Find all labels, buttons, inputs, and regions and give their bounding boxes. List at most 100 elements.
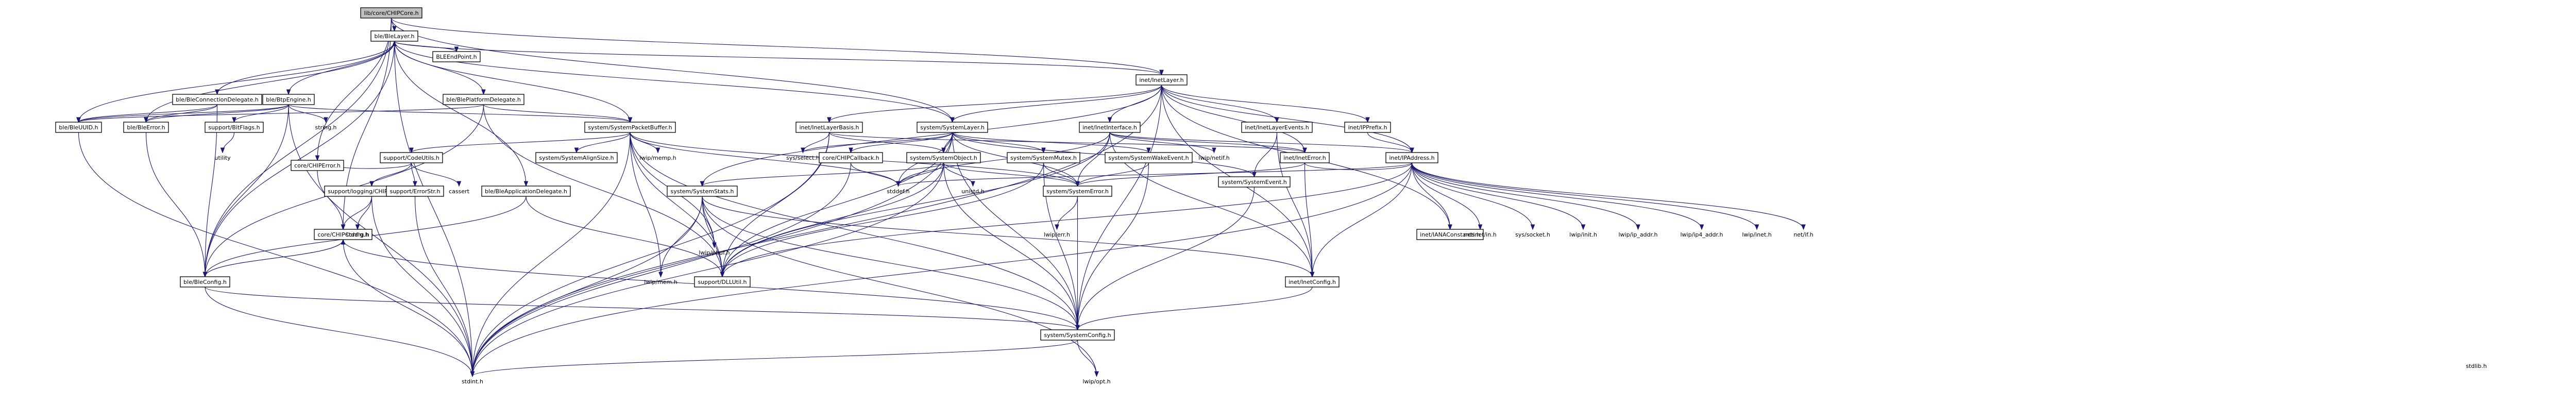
node-label: system/SystemObject.h <box>910 155 977 161</box>
node-ipprefix[interactable]: inet/IPPrefix.h <box>1344 122 1391 133</box>
edge-line <box>722 132 1110 277</box>
node-errorstr[interactable]: support/ErrorStr.h <box>386 186 444 197</box>
node-chipconfig[interactable]: core/CHIPConfig.h <box>314 229 372 240</box>
edge-arrowhead <box>1478 224 1483 230</box>
edge-inetlayerbasis-to-stdint <box>470 132 830 377</box>
edge-line <box>222 132 235 153</box>
edge-line <box>952 132 1149 153</box>
node-bleconndel[interactable]: ble/BleConnectionDelegate.h <box>172 94 262 105</box>
node-bleappdel[interactable]: ble/BleApplicationDelegate.h <box>481 186 571 197</box>
edge-arrowhead <box>700 181 705 187</box>
node-box <box>906 152 981 163</box>
node-sysalignsize[interactable]: system/SystemAlignSize.h <box>535 152 618 163</box>
node-stddef: stddef.h <box>887 188 909 195</box>
edge-line <box>288 104 473 377</box>
node-box <box>55 122 102 133</box>
node-sysstats[interactable]: system/SystemStats.h <box>667 186 738 197</box>
edge-arrowhead <box>1754 224 1759 230</box>
node-label: ble/BleConfig.h <box>183 279 227 285</box>
edge-arrowhead <box>1310 272 1315 278</box>
node-box <box>1136 74 1188 86</box>
edge-line <box>1161 85 1368 123</box>
node-sysobject[interactable]: system/SystemObject.h <box>906 152 981 163</box>
node-label: system/SystemEvent.h <box>1222 179 1287 186</box>
edge-line <box>1077 340 1097 377</box>
node-bitflags[interactable]: support/BitFlags.h <box>205 122 264 133</box>
edge-line <box>78 104 484 123</box>
node-box <box>380 152 443 163</box>
node-bleconfig[interactable]: ble/BleConfig.h <box>180 276 230 288</box>
node-bleendpoint[interactable]: BLEEndPoint.h <box>432 51 481 62</box>
node-sysevent[interactable]: system/SystemEvent.h <box>1218 176 1291 188</box>
edge-arrowhead <box>1365 117 1370 123</box>
node-label: lwip/init.h <box>1569 231 1597 238</box>
node-stdarg: stdarg.h <box>346 231 369 238</box>
edge-line <box>78 104 218 123</box>
edge-line <box>630 132 658 153</box>
node-chiperror[interactable]: core/CHIPError.h <box>291 160 344 171</box>
node-chipcallback[interactable]: core/CHIPCallback.h <box>819 152 883 163</box>
node-sysmutex[interactable]: system/SystemMutex.h <box>1007 152 1080 163</box>
node-syswakeevent[interactable]: system/SystemWakeEvent.h <box>1105 152 1193 163</box>
node-box <box>1043 186 1112 197</box>
node-ipaddress[interactable]: inet/IPAddress.h <box>1385 152 1438 163</box>
node-label: utility <box>214 155 231 161</box>
node-inetlayer[interactable]: inet/InetLayer.h <box>1136 74 1188 86</box>
edge-arrowhead <box>720 272 725 278</box>
node-syslayer[interactable]: system/SystemLayer.h <box>917 122 988 133</box>
node-chipcore[interactable]: lib/core/CHIPCore.h <box>360 7 422 19</box>
node-inetlayerevents[interactable]: inet/InetLayerEvents.h <box>1241 122 1313 133</box>
node-blelayer[interactable]: ble/BleLayer.h <box>370 30 418 42</box>
edge-arrowhead <box>1212 147 1216 154</box>
node-inetconfig[interactable]: inet/InetConfig.h <box>1285 276 1340 288</box>
edge-arrowhead <box>1055 224 1059 230</box>
edge-arrowhead <box>1801 224 1806 230</box>
edge-line <box>1411 162 1757 230</box>
node-label: cassert <box>449 188 470 195</box>
edge-arrowhead <box>1159 70 1164 76</box>
node-box <box>1385 152 1438 163</box>
node-inetinterface[interactable]: inet/InetInterface.h <box>1079 122 1141 133</box>
node-ineterror[interactable]: inet/InetError.h <box>1280 152 1330 163</box>
node-lwipmemp: lwip/memp.h <box>639 155 676 161</box>
edge-sysstats-to-stdint <box>470 196 703 377</box>
edge-blelayer-to-syspacketbuffer <box>394 41 633 123</box>
edge-line <box>1077 162 1149 187</box>
edge-line <box>952 132 1255 177</box>
node-btpengine[interactable]: ble/BtpEngine.h <box>262 94 315 105</box>
node-bleerror[interactable]: ble/BleError.h <box>123 122 169 133</box>
node-label: inet/IANAConstants.h <box>1420 231 1480 238</box>
node-arpaconst[interactable]: inet/IANAConstants.h <box>1416 229 1484 240</box>
node-syserror[interactable]: system/SystemError.h <box>1043 186 1112 197</box>
node-codeutils[interactable]: support/CodeUtils.h <box>380 152 443 163</box>
edge-arrowhead <box>341 224 346 230</box>
edge-arrowhead <box>1581 224 1586 230</box>
node-sysconfig[interactable]: system/SystemConfig.h <box>1040 329 1115 341</box>
edge-line <box>472 340 1078 377</box>
node-box <box>584 122 676 133</box>
node-box <box>386 186 444 197</box>
node-inetlayerbasis[interactable]: inet/InetLayerBasis.h <box>795 122 863 133</box>
edge-line <box>145 104 289 123</box>
node-bleuuid[interactable]: ble/BleUUID.h <box>55 122 102 133</box>
node-label: system/SystemPacketBuffer.h <box>588 124 672 131</box>
node-label: sys/socket.h <box>1515 231 1550 238</box>
edge-ipaddress-to-netif <box>1411 162 1806 230</box>
node-sysselect: sys/select.h <box>786 155 820 161</box>
node-lwipnetif: lwip/netif.h <box>1198 155 1229 161</box>
edge-ipaddress-to-arpaconst <box>1411 162 1452 230</box>
node-syspacketbuffer[interactable]: system/SystemPacketBuffer.h <box>584 122 676 133</box>
edge-arrowhead <box>801 147 805 154</box>
node-dllutil[interactable]: support/DLLUtil.h <box>694 276 751 288</box>
node-bleplatdel[interactable]: ble/BlePlatformDelegate.h <box>443 94 524 105</box>
node-box <box>262 94 315 105</box>
edge-line <box>145 41 395 123</box>
edge-codeutils-to-cassert <box>411 162 462 187</box>
node-lwippbuf: lwip/pbuf.h <box>699 249 730 256</box>
edge-line <box>702 196 1078 330</box>
node-box <box>694 276 751 288</box>
edge-line <box>802 132 953 153</box>
node-label: system/SystemError.h <box>1046 188 1109 195</box>
node-label: inet/IPAddress.h <box>1389 155 1434 161</box>
edge-line <box>1161 85 1278 123</box>
